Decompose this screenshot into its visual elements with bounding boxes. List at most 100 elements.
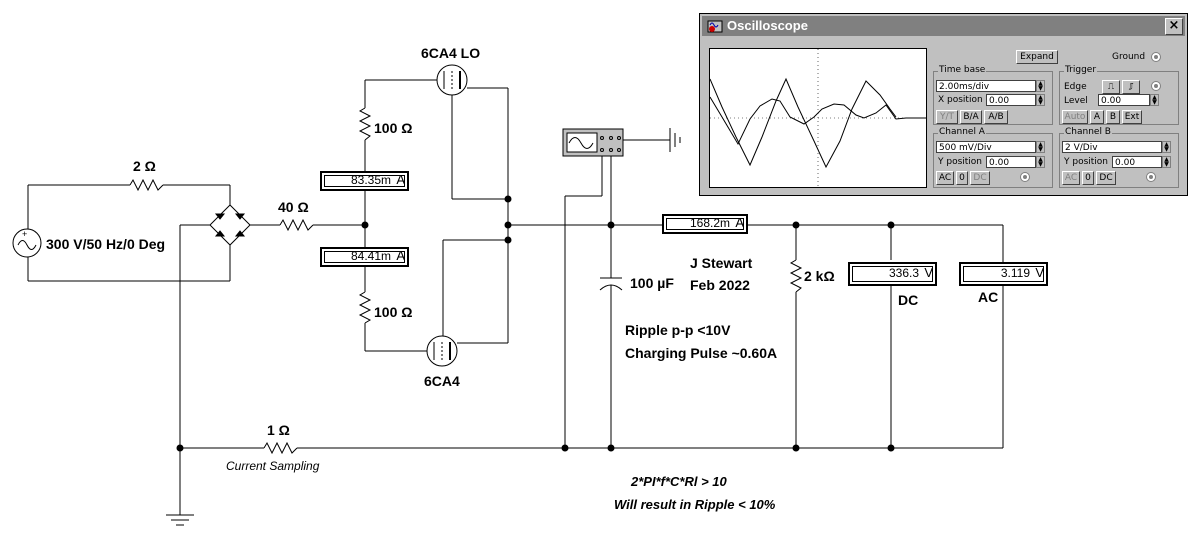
- level-label: Level: [1064, 96, 1088, 106]
- yt-button[interactable]: Y/T: [936, 110, 958, 124]
- oscilloscope-app-icon: [707, 20, 723, 33]
- close-button[interactable]: ×: [1165, 18, 1183, 35]
- meter-unit: A: [396, 248, 405, 263]
- channel-a-ypos-field[interactable]: 0.00: [986, 156, 1036, 168]
- channel-b-ypos-field[interactable]: 0.00: [1112, 156, 1162, 168]
- xpos-spinner[interactable]: ▲▼: [1036, 94, 1045, 106]
- channel-b-caption: Channel B: [1064, 127, 1112, 137]
- ground-label: Ground: [1112, 52, 1146, 62]
- formula-result: Will result in Ripple < 10%: [614, 497, 776, 512]
- resistor-1ohm: [263, 441, 298, 455]
- ac-label: AC: [978, 289, 999, 305]
- sense-caption: Current Sampling: [226, 459, 320, 473]
- level-field[interactable]: 0.00: [1098, 94, 1150, 106]
- meter-value: 168.2m: [689, 216, 730, 230]
- falling-edge-button[interactable]: ⎎: [1122, 80, 1140, 94]
- scope-traces: [709, 49, 926, 187]
- auto-button[interactable]: Auto: [1062, 110, 1088, 124]
- trigger-ext-button[interactable]: Ext: [1122, 110, 1142, 124]
- channel-b-trace: [709, 77, 897, 169]
- svg-text:+: +: [22, 229, 27, 239]
- trigger-a-button[interactable]: A: [1090, 110, 1104, 124]
- dc-label: DC: [898, 292, 919, 308]
- oscilloscope-titlebar[interactable]: Oscilloscope ×: [702, 16, 1185, 36]
- tube-lower[interactable]: [426, 335, 458, 367]
- meter-unit: A: [396, 172, 405, 187]
- channel-a-ac-button[interactable]: AC: [936, 171, 954, 185]
- voltmeter-dc[interactable]: 336.3 V: [848, 262, 937, 286]
- source-label: 300 V/50 Hz/0 Deg: [46, 236, 166, 252]
- timebase-group: Time base: [933, 65, 1053, 125]
- r-sense-label: 1 Ω: [267, 422, 290, 438]
- trigger-b-button[interactable]: B: [1106, 110, 1120, 124]
- ac-source[interactable]: +: [12, 228, 42, 258]
- channel-a-zero-button[interactable]: 0: [956, 171, 968, 185]
- cap-label: 100 µF: [630, 275, 674, 291]
- trigger-terminal[interactable]: [1151, 81, 1161, 91]
- channel-b-group: Channel B: [1059, 127, 1179, 188]
- channel-b-ac-button[interactable]: AC: [1062, 171, 1080, 185]
- channel-a-ypos-label: Y position: [938, 157, 983, 167]
- meter-unit: V: [1035, 265, 1044, 280]
- ba-button[interactable]: B/A: [960, 110, 982, 124]
- note-charging: Charging Pulse ~0.60A: [625, 345, 778, 361]
- scope-display: [709, 48, 927, 188]
- resistor-40ohm: [279, 218, 314, 232]
- channel-a-scale-field[interactable]: 500 mV/Div: [936, 141, 1036, 153]
- edge-label: Edge: [1064, 82, 1087, 92]
- channel-b-ypos-spinner[interactable]: ▲▼: [1162, 156, 1171, 168]
- channel-a-scale-spinner[interactable]: ▲▼: [1036, 141, 1045, 153]
- resistor-100ohm-lower: [358, 291, 372, 324]
- resistor-100ohm-upper: [358, 107, 372, 141]
- formula: 2*PI*f*C*Rl > 10: [631, 474, 727, 489]
- r-lower-label: 100 Ω: [374, 304, 413, 320]
- meter-value: 84.41m: [350, 249, 391, 263]
- bridge-rectifier[interactable]: [209, 204, 251, 246]
- channel-b-ypos-label: Y position: [1064, 157, 1109, 167]
- trigger-caption: Trigger: [1064, 65, 1098, 75]
- expand-button[interactable]: Expand: [1016, 50, 1058, 64]
- channel-b-scale-spinner[interactable]: ▲▼: [1162, 141, 1171, 153]
- channel-a-terminal[interactable]: [1020, 172, 1030, 182]
- ammeter-lower[interactable]: 84.41m A: [320, 247, 409, 267]
- channel-b-scale-field[interactable]: 2 V/Div: [1062, 141, 1162, 153]
- tube-upper[interactable]: [436, 64, 468, 96]
- oscilloscope-window[interactable]: Oscilloscope × Expand Ground Time base 2…: [699, 13, 1188, 196]
- channel-a-ypos-spinner[interactable]: ▲▼: [1036, 156, 1045, 168]
- r-input-label: 2 Ω: [133, 158, 156, 174]
- scope-symbol[interactable]: [562, 128, 624, 157]
- ground-terminal[interactable]: [1151, 52, 1161, 62]
- resistor-2ohm: [129, 178, 164, 192]
- channel-b-dc-button[interactable]: DC: [1096, 171, 1116, 185]
- level-spinner[interactable]: ▲▼: [1150, 94, 1159, 106]
- xpos-label: X position: [938, 95, 983, 105]
- meter-unit: V: [924, 265, 933, 280]
- r-upper-label: 100 Ω: [374, 120, 413, 136]
- timebase-field[interactable]: 2.00ms/div: [936, 80, 1036, 92]
- ab-button[interactable]: A/B: [984, 110, 1008, 124]
- meter-unit: A: [735, 215, 744, 230]
- tube-lower-label: 6CA4: [424, 373, 460, 389]
- channel-a-group: Channel A: [933, 127, 1053, 188]
- channel-a-caption: Channel A: [938, 127, 986, 137]
- tube-upper-label: 6CA4 LO: [421, 45, 481, 61]
- ammeter-upper[interactable]: 83.35m A: [320, 171, 409, 191]
- ground-symbol: [166, 514, 194, 526]
- meter-value: 83.35m: [350, 173, 391, 187]
- ammeter-load[interactable]: 168.2m A: [662, 214, 748, 234]
- channel-b-zero-button[interactable]: 0: [1082, 171, 1094, 185]
- rising-edge-button[interactable]: ⎍: [1102, 80, 1120, 94]
- author: J Stewart: [690, 255, 753, 271]
- timebase-spinner[interactable]: ▲▼: [1036, 80, 1045, 92]
- meter-value: 3.119: [1000, 266, 1030, 280]
- voltmeter-ac[interactable]: 3.119 V: [959, 262, 1048, 286]
- channel-b-terminal[interactable]: [1146, 172, 1156, 182]
- meter-value: 336.3: [888, 266, 919, 280]
- xpos-field[interactable]: 0.00: [986, 94, 1036, 106]
- channel-a-dc-button[interactable]: DC: [970, 171, 990, 185]
- date: Feb 2022: [690, 277, 750, 293]
- resistor-2k: [789, 259, 803, 293]
- r-series-label: 40 Ω: [278, 199, 309, 215]
- channel-a-trace: [709, 96, 926, 146]
